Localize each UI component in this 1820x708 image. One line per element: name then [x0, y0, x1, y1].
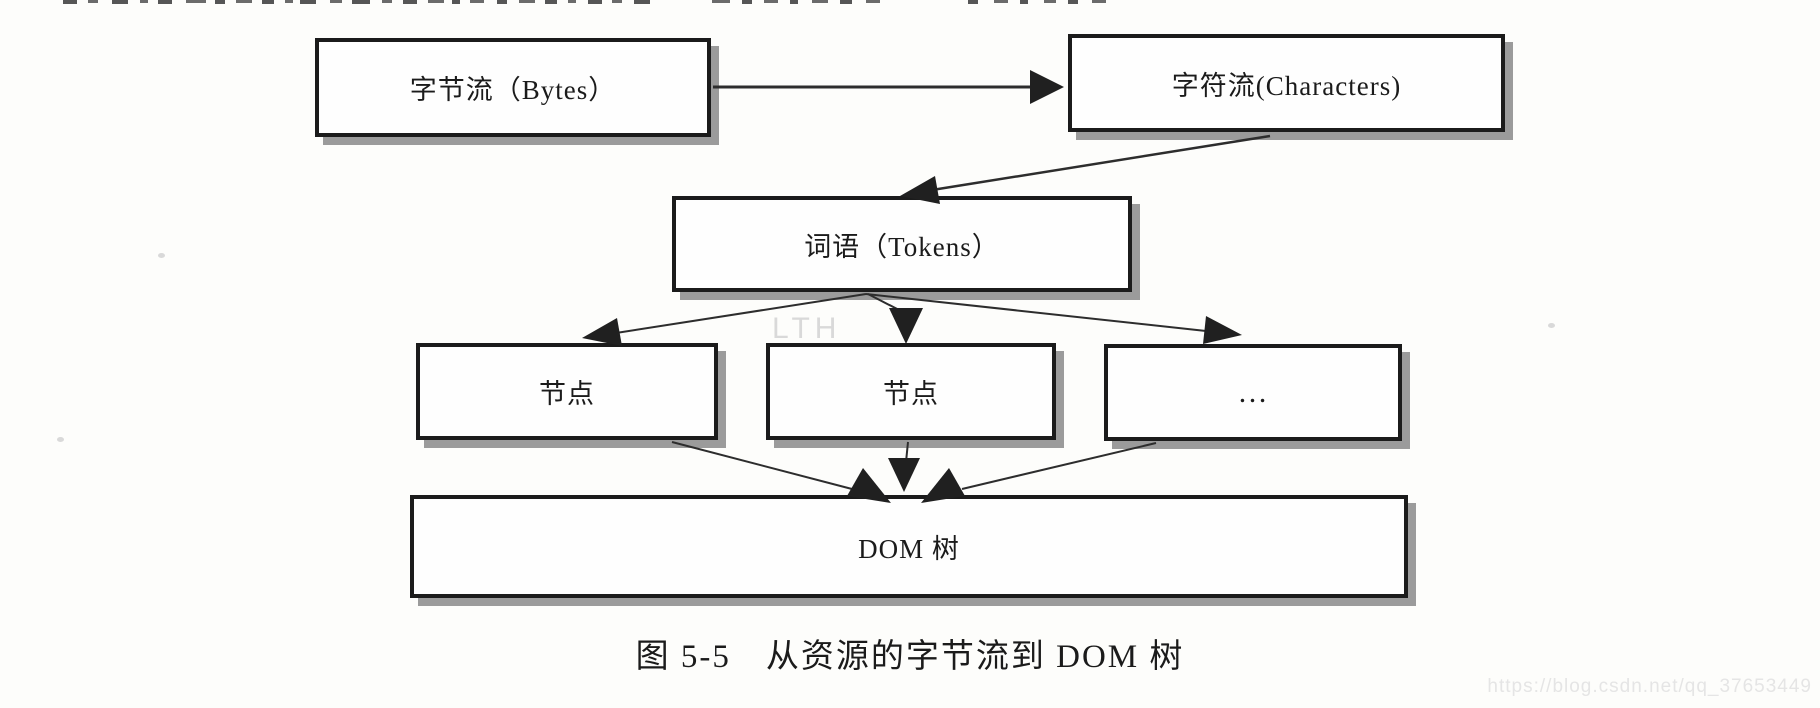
text-fragment	[1092, 0, 1106, 3]
flow-box-node-left: 节点	[416, 343, 718, 440]
text-fragment	[403, 0, 417, 4]
arrowhead-node-middle-to-dom	[888, 458, 920, 492]
flow-box-node-ellipsis-label: …	[1237, 375, 1269, 409]
text-fragment	[764, 0, 778, 3]
flow-box-node-ellipsis: …	[1104, 344, 1402, 441]
scan-speck	[1548, 323, 1555, 328]
figure-caption: 图 5-5 从资源的字节流到 DOM 树	[635, 639, 1185, 675]
text-fragment	[140, 0, 148, 3]
arrow-line-tokens-to-node-ellipsis	[865, 293, 1207, 332]
flow-box-characters: 字符流(Characters)	[1068, 34, 1505, 132]
arrow-line-tokens-to-node-middle	[867, 293, 904, 313]
text-fragment	[568, 0, 576, 3]
text-fragment	[790, 0, 798, 4]
text-fragment	[112, 0, 128, 4]
text-fragment	[866, 0, 880, 3]
text-fragment	[812, 0, 828, 3]
text-fragment	[1044, 0, 1056, 3]
flow-box-tokens-label: 词语（Tokens）	[804, 231, 1000, 262]
arrowhead-tokens-to-node-left	[582, 318, 622, 346]
text-fragment	[1068, 0, 1078, 4]
csdn-watermark: https://blog.csdn.net/qq_37653449	[1487, 676, 1812, 697]
text-fragment	[215, 0, 225, 4]
arrow-line-node-left-to-dom	[671, 441, 853, 490]
flow-box-bytes-label: 字节流（Bytes）	[409, 75, 617, 105]
text-fragment	[428, 0, 444, 3]
flow-box-node-left-label: 节点	[539, 379, 595, 409]
arrowhead-tokens-to-node-ellipsis	[1203, 316, 1242, 344]
text-fragment	[285, 0, 293, 3]
text-fragment	[262, 0, 274, 4]
text-fragment	[545, 0, 557, 4]
flow-box-dom-tree-label: DOM 树	[858, 534, 960, 564]
text-fragment	[840, 0, 852, 4]
text-fragment	[63, 0, 77, 4]
text-fragment	[452, 0, 460, 4]
text-fragment	[330, 0, 342, 3]
text-fragment	[742, 0, 752, 4]
text-fragment	[236, 0, 252, 3]
text-fragment	[634, 0, 650, 4]
text-fragment	[352, 0, 370, 4]
flow-box-node-middle-label: 节点	[883, 379, 939, 409]
faint-scan-mark: LTH	[772, 312, 842, 345]
text-fragment	[470, 0, 484, 3]
text-fragment	[994, 0, 1008, 3]
text-fragment	[158, 0, 172, 4]
text-fragment	[1020, 0, 1028, 4]
flow-box-dom-tree: DOM 树	[410, 495, 1408, 598]
arrow-line-node-ellipsis-to-dom	[961, 442, 1157, 490]
text-fragment	[588, 0, 602, 4]
text-fragment	[612, 0, 622, 3]
arrow-line-characters-to-tokens	[931, 134, 1271, 192]
text-fragment	[382, 0, 392, 3]
scan-speck	[158, 253, 165, 258]
text-fragment	[497, 0, 507, 4]
flow-box-tokens: 词语（Tokens）	[672, 196, 1132, 292]
text-fragment	[186, 0, 206, 3]
text-fragment	[712, 0, 730, 3]
text-fragment	[300, 0, 316, 4]
flow-box-node-middle: 节点	[766, 343, 1056, 440]
flow-box-characters-label: 字符流(Characters)	[1171, 70, 1402, 101]
arrow-line-node-middle-to-dom	[904, 441, 909, 473]
text-fragment	[88, 0, 98, 3]
scan-speck	[57, 437, 64, 442]
text-fragment	[968, 0, 978, 4]
text-fragment	[519, 0, 535, 3]
arrowhead-bytes-to-characters	[1030, 70, 1064, 104]
arrowhead-tokens-to-node-middle	[889, 308, 923, 344]
flow-box-bytes: 字节流（Bytes）	[315, 38, 711, 137]
